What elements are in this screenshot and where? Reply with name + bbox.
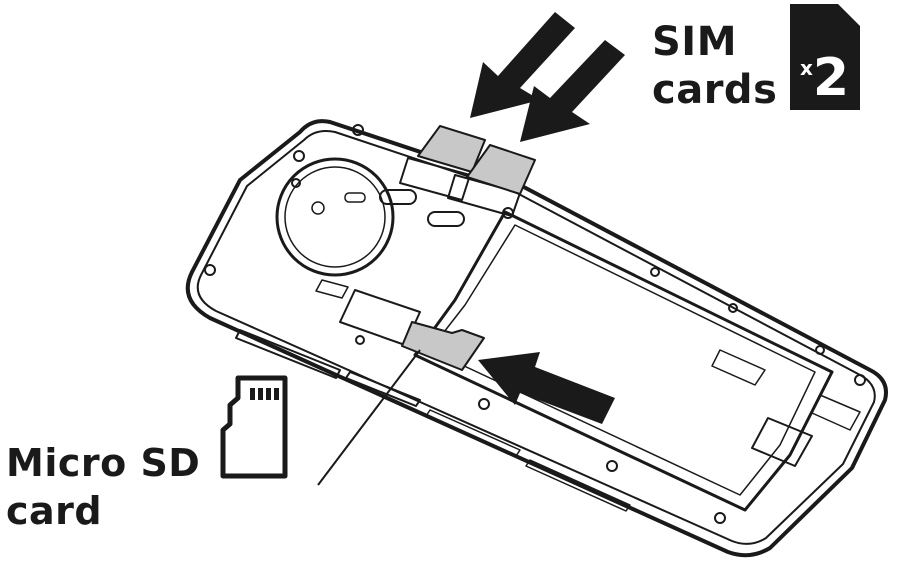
sim-card-2 — [466, 144, 536, 195]
sim-arrow-2 — [520, 40, 625, 142]
sim-insert-arrows — [470, 12, 625, 142]
sd-leader-line — [317, 349, 421, 486]
micro-sd-card — [401, 321, 485, 371]
sd-label-line2: card — [6, 489, 103, 533]
sim-cards-label: SIM cards — [652, 22, 777, 110]
micro-sd-label: Micro SD card — [6, 444, 200, 530]
sd-insert-arrow — [478, 352, 615, 424]
sim-count-prefix: x — [800, 56, 813, 80]
sim-label-line1: SIM — [652, 19, 737, 65]
sim-cards — [417, 125, 536, 195]
sim-arrow-1 — [470, 12, 575, 118]
sim-label-line2: cards — [652, 67, 778, 113]
sim-count-number: 2 — [812, 48, 850, 108]
micro-sd-card-icon — [220, 375, 288, 479]
sim-count-text: x2 — [800, 48, 849, 108]
phone-body — [185, 119, 888, 558]
sd-label-line1: Micro SD — [6, 441, 201, 485]
screw-holes — [204, 124, 866, 524]
sim-card-icon — [790, 4, 860, 110]
